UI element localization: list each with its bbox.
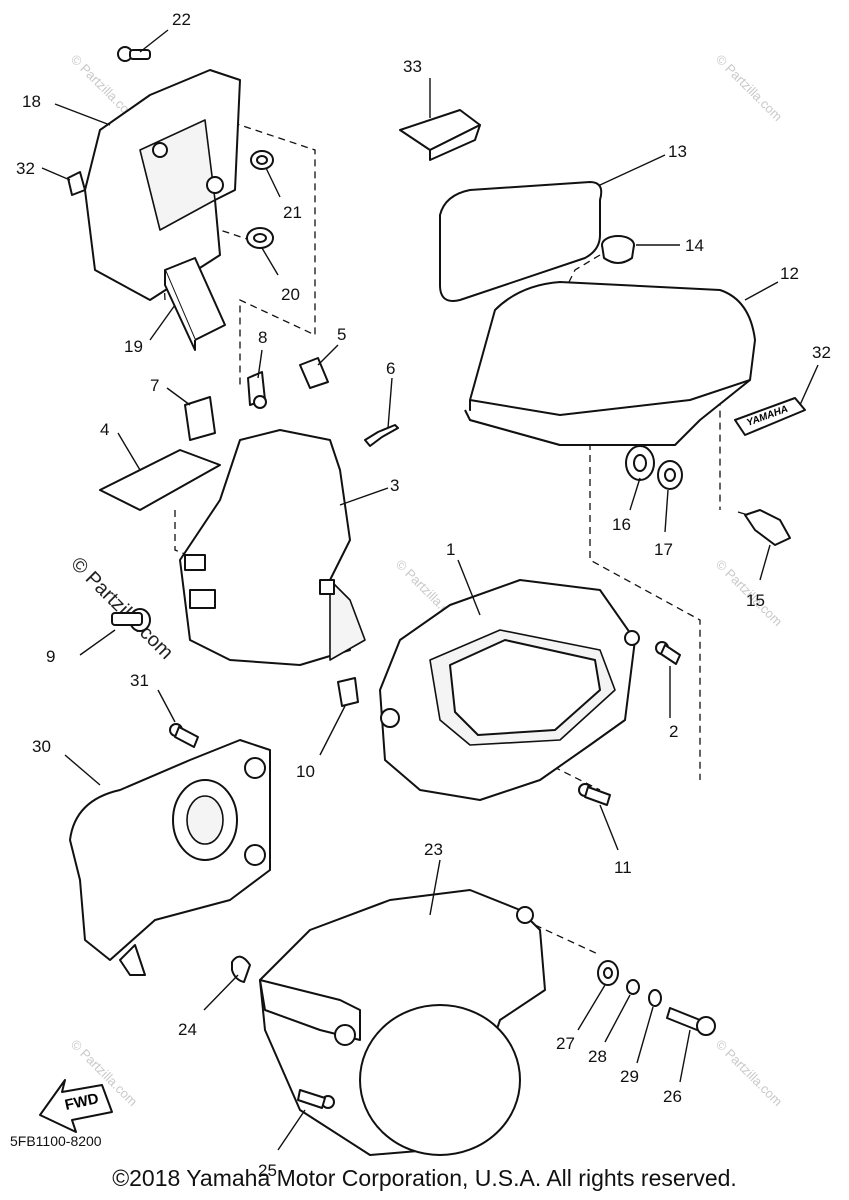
part-17-grommet [657, 460, 683, 490]
part-15-screw [737, 509, 791, 546]
callout-26: 26 [663, 1087, 682, 1106]
part-26-bolt [666, 1007, 716, 1036]
callout-31: 31 [130, 671, 149, 690]
part-6-pin [364, 424, 399, 447]
part-30-cover [69, 739, 271, 976]
callout-16: 16 [612, 515, 631, 534]
callout-28: 28 [588, 1047, 607, 1066]
part-32-emblem-right: YAMAHA [734, 397, 806, 436]
callout-23: 23 [424, 840, 443, 859]
part-8-clip [247, 371, 267, 409]
callout-6: 6 [386, 359, 395, 378]
fwd-arrow: FWD [39, 1079, 113, 1133]
callout-labels: 22 18 32 21 20 19 33 13 14 12 32 16 17 1… [16, 10, 831, 1180]
part-12-side-cover [464, 281, 756, 446]
callout-25: 25 [258, 1161, 277, 1180]
part-5-clip [299, 357, 329, 389]
callout-2: 2 [669, 722, 678, 741]
callout-12: 12 [780, 264, 799, 283]
callout-15: 15 [746, 591, 765, 610]
part-2-bolt [655, 641, 681, 665]
part-3-bracket [179, 429, 366, 666]
part-16-grommet [625, 445, 655, 481]
part-14-grommet [601, 235, 635, 264]
callout-9: 9 [46, 647, 55, 666]
part-13-pad [439, 181, 603, 302]
part-28-collar [626, 979, 640, 995]
callout-14: 14 [685, 236, 704, 255]
part-11-bolt [578, 783, 611, 806]
diagram-part-code: 5FB1100-8200 [10, 1133, 102, 1149]
callout-18: 18 [22, 92, 41, 111]
watermark-text-large: © Partzilla.com [66, 553, 177, 664]
callout-32-left: 32 [16, 159, 35, 178]
copyright-notice: ©2018 Yamaha Motor Corporation, U.S.A. A… [112, 1165, 737, 1191]
callout-24: 24 [178, 1020, 197, 1039]
callout-1: 1 [446, 540, 455, 559]
part-29-washer [648, 989, 662, 1007]
callout-27: 27 [556, 1034, 575, 1053]
callout-29: 29 [620, 1067, 639, 1086]
leader-lines [41, 29, 819, 1151]
part-18-side-cover [84, 69, 241, 301]
part-25-bolt [297, 1089, 335, 1109]
part-22-bolt [117, 46, 151, 62]
callout-13: 13 [668, 142, 687, 161]
part-9-bolt [111, 608, 151, 632]
callout-17: 17 [654, 540, 673, 559]
callout-32-right: 32 [812, 343, 831, 362]
callout-10: 10 [296, 762, 315, 781]
callout-8: 8 [258, 328, 267, 347]
part-20-grommet [246, 227, 274, 249]
part-7-pad [184, 396, 216, 441]
callout-4: 4 [100, 420, 109, 439]
callout-19: 19 [124, 337, 143, 356]
callout-33: 33 [403, 57, 422, 76]
callout-21: 21 [283, 203, 302, 222]
part-33-clip [399, 109, 481, 161]
callout-20: 20 [281, 285, 300, 304]
part-23-cover [259, 889, 546, 1156]
part-10-clip [337, 677, 359, 707]
callout-5: 5 [337, 325, 346, 344]
part-31-bolt [169, 723, 199, 748]
part-19-pad [164, 257, 226, 351]
callout-7: 7 [150, 376, 159, 395]
part-4-pad [99, 449, 221, 511]
part-21-grommet [250, 150, 274, 170]
watermark-text: © Partzilla.com [713, 1037, 786, 1110]
part-27-grommet [597, 960, 619, 986]
callout-3: 3 [390, 476, 399, 495]
watermark-text: © Partzilla.com [713, 52, 786, 125]
part-32-emblem-left [67, 171, 86, 196]
callout-30: 30 [32, 737, 51, 756]
callout-11: 11 [614, 858, 632, 877]
fwd-label: FWD [63, 1090, 100, 1114]
callout-22: 22 [172, 10, 191, 29]
part-1-air-filter-case [379, 579, 640, 801]
